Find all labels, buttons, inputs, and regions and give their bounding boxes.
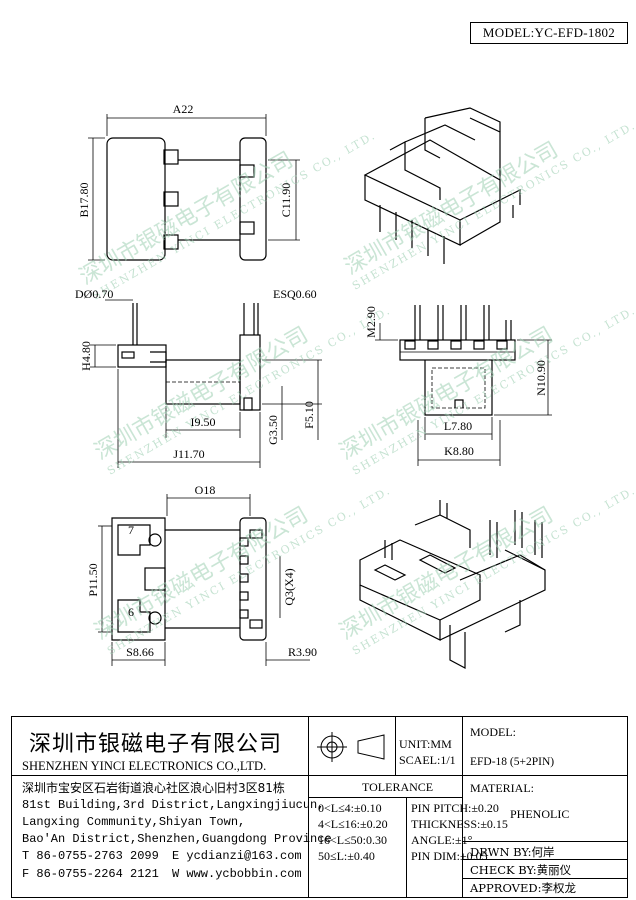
dim-n10-90: N10.90 bbox=[534, 360, 548, 396]
watermark-cn: 深圳市银磁电子有限公司 bbox=[76, 148, 298, 291]
company-name-en: SHENZHEN YINCI ELECTRONICS CO.,LTD. bbox=[22, 759, 267, 773]
material-label: MATERIAL: bbox=[470, 781, 534, 795]
checked-by: CHECK BY:黄丽仪 bbox=[470, 863, 572, 877]
projection-symbol bbox=[317, 732, 385, 762]
dim-b17-80: B17.80 bbox=[77, 182, 91, 217]
dim-r3-90: R3.90 bbox=[288, 645, 317, 659]
dim-i9-50: I9.50 bbox=[191, 415, 216, 429]
angle-tolerance: ANGLE:±1° bbox=[411, 833, 473, 847]
watermark-cn: 深圳市银磁电子有限公司 bbox=[91, 503, 313, 646]
pin-dim-tolerance: PIN DIM:±0.05 bbox=[411, 849, 488, 863]
address-en-line-3: Bao'An District,Shenzhen,Guangdong Provi… bbox=[22, 832, 332, 846]
dim-e-spacing: ESQ0.60 bbox=[273, 287, 317, 301]
dim-m2-90: M2.90 bbox=[364, 306, 378, 338]
dim-o18: O18 bbox=[195, 483, 216, 497]
watermark-en: SHENZHEN YINCI ELECTRONICS CO., LTD. bbox=[350, 119, 636, 293]
tolerance-row-1: 0<L≤4:±0.10 bbox=[318, 801, 382, 815]
model-value: EFD-18 (5+2PIN) bbox=[470, 756, 555, 768]
company-name-cn: 深圳市银磁电子有限公司 bbox=[29, 732, 283, 757]
address-en-line-1: 81st Building,3rd District,Langxingjiucu… bbox=[22, 798, 325, 812]
dim-a22: A22 bbox=[173, 102, 194, 116]
unit-label: UNIT:MM bbox=[399, 737, 452, 751]
tolerance-label: TOLERANCE bbox=[362, 780, 434, 794]
watermark-cn: 深圳市银磁电子有限公司 bbox=[341, 138, 563, 281]
drawn-by: DRWN BY:何岸 bbox=[470, 845, 555, 859]
top-view bbox=[88, 114, 300, 261]
watermark-en: SHENZHEN YINCI ELECTRONICS CO., LTD. bbox=[90, 129, 378, 303]
watermark-layer: 深圳市银磁电子有限公司 SHENZHEN YINCI ELECTRONICS C… bbox=[76, 119, 636, 658]
dim-g3-50: G3.50 bbox=[266, 415, 280, 445]
phone-number: T 86-0755-2763 2099 bbox=[22, 849, 159, 863]
watermark-en: SHENZHEN YINCI ELECTRONICS CO., LTD. bbox=[350, 304, 636, 478]
watermark-cn: 深圳市银磁电子有限公司 bbox=[336, 503, 558, 646]
front-view bbox=[375, 305, 552, 466]
material-value: PHENOLIC bbox=[510, 807, 570, 821]
bottom-view bbox=[98, 494, 310, 666]
dimension-labels: A22 B17.80 C11.90 DØ0.70 ESQ0.60 H4.80 I… bbox=[75, 102, 548, 659]
model-label: MODEL: bbox=[470, 725, 516, 739]
tolerance-row-3: 16<L≤50:0.30 bbox=[318, 833, 388, 847]
title-block: 深圳市银磁电子有限公司 SHENZHEN YINCI ELECTRONICS C… bbox=[11, 716, 628, 898]
dim-j11-70: J11.70 bbox=[173, 447, 204, 461]
dim-h4-80: H4.80 bbox=[79, 341, 93, 371]
watermark-en: SHENZHEN YINCI ELECTRONICS CO., LTD. bbox=[350, 484, 636, 658]
isometric-view-top bbox=[363, 107, 521, 264]
dim-k8-80: K8.80 bbox=[444, 444, 474, 458]
technical-drawing: 深圳市银磁电子有限公司 SHENZHEN YINCI ELECTRONICS C… bbox=[75, 102, 636, 669]
tolerance-row-2: 4<L≤16:±0.20 bbox=[318, 817, 388, 831]
fax-number: F 86-0755-2264 2121 bbox=[22, 867, 159, 881]
side-view bbox=[90, 299, 322, 468]
dim-s8-66: S8.66 bbox=[126, 645, 154, 659]
address-cn: 深圳市宝安区石岩街道浪心社区浪心旧村3区81栋 bbox=[22, 781, 285, 795]
pin-pitch-tolerance: PIN PITCH:±0.20 bbox=[411, 801, 499, 815]
model-number-box: MODEL:YC-EFD-1802 bbox=[470, 22, 628, 44]
email-address: E ycdianzi@163.com bbox=[172, 849, 302, 863]
pin-label-6: 6 bbox=[128, 605, 134, 619]
dim-q3-x4: Q3(X4) bbox=[282, 568, 296, 605]
address-en-line-2: Langxing Community,Shiyan Town, bbox=[22, 815, 246, 829]
scale-label: SCAEL:1/1 bbox=[399, 753, 456, 767]
dim-c11-90: C11.90 bbox=[279, 183, 293, 218]
website: W www.ycbobbin.com bbox=[172, 867, 302, 881]
pin-label-7: 7 bbox=[128, 523, 134, 537]
dim-l7-80: L7.80 bbox=[444, 419, 472, 433]
approved-by: APPROVED:李权龙 bbox=[470, 881, 576, 895]
dim-f5-10: F5.10 bbox=[302, 401, 316, 429]
isometric-view-bottom bbox=[359, 500, 546, 669]
dim-d-pin: DØ0.70 bbox=[75, 287, 113, 301]
dim-p11-50: P11.50 bbox=[86, 563, 100, 596]
thickness-tolerance: THICKNESS:±0.15 bbox=[411, 817, 508, 831]
tolerance-row-4: 50≤L:±0.40 bbox=[318, 849, 375, 863]
